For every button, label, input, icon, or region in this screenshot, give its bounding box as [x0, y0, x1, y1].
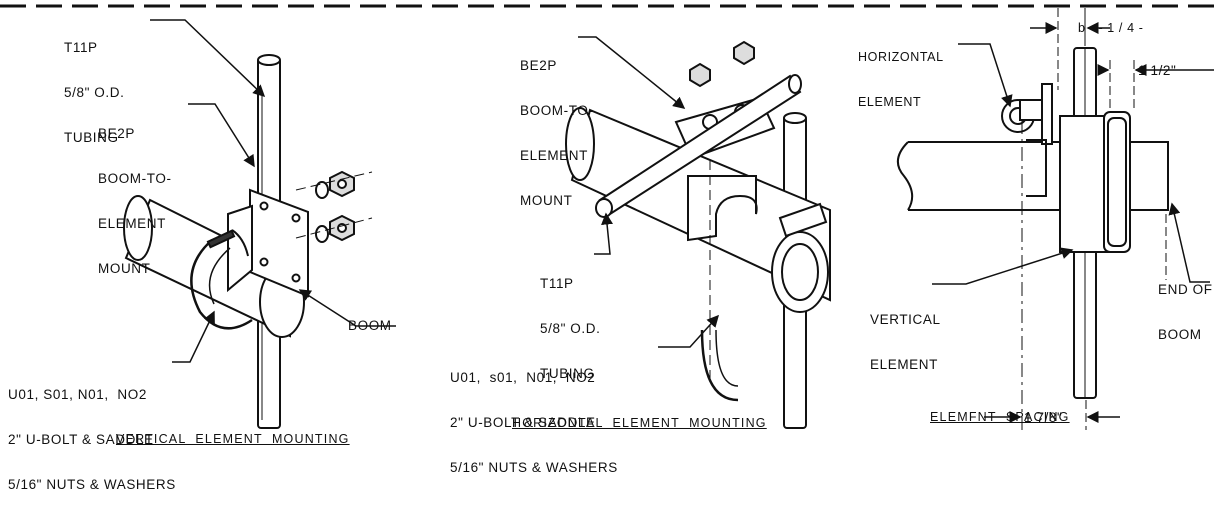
spacing-dimension-lines	[1021, 8, 1167, 430]
horizontal-hardware-label: U01, s01, N01, NO2 2" U-BOLT & SADDLE 5/…	[450, 340, 618, 490]
horizontal-hardware-line-1: U01, s01, N01, NO2	[450, 370, 596, 385]
horizontal-mount-line-1: BE2P	[520, 58, 557, 73]
vertical-mount-drawing	[123, 54, 373, 429]
spacing-horizontal-line-1: HORIZONTAL	[858, 50, 944, 64]
vertical-mount-line-1: BE2P	[98, 126, 135, 141]
vertical-tubing-line-3: TUBING	[64, 130, 119, 145]
vertical-tubing-label: T11P 5/8" O.D. TUBING	[64, 10, 124, 160]
spacing-arrows	[932, 22, 1214, 423]
horizontal-tubing-label: T11P 5/8" O.D. TUBING	[540, 246, 600, 396]
boom-label: BOOM	[348, 318, 392, 333]
horizontal-mount-line-4: MOUNT	[520, 193, 573, 208]
spacing-vertical-line-1: VERTICAL	[870, 312, 941, 327]
spacing-horizontal-line-2: ELEMENT	[858, 95, 922, 109]
spacing-vertical-label: VERTICAL ELEMENT	[870, 282, 941, 387]
vertical-caption: VERTICAL ELEMENT MOUNTING	[116, 432, 350, 446]
spacing-boom-end-label: END OF BOOM	[1158, 252, 1213, 357]
vertical-tubing-line-1: T11P	[64, 40, 98, 55]
spacing-boom-end-line-1: END OF	[1158, 282, 1213, 297]
horizontal-tubing-line-3: TUBING	[540, 366, 595, 381]
horizontal-mount-label: BE2P BOOM-TO- ELEMENT MOUNT	[520, 28, 594, 223]
spacing-boom-end-line-2: BOOM	[1158, 327, 1202, 342]
spacing-dim-right: 1 1/2"	[1138, 63, 1177, 78]
vertical-hardware-line-2: 2" U-BOLT & SADDLE	[8, 432, 154, 447]
horizontal-mount-drawing	[565, 40, 831, 429]
spacing-dim-bottom: 1 7/8"	[1024, 410, 1063, 425]
horizontal-caption: HORIZONTAL ELEMENT MOUNTING	[512, 416, 767, 430]
horizontal-tubing-line-1: T11P	[540, 276, 574, 291]
horizontal-mount-line-3: ELEMENT	[520, 148, 588, 163]
horizontal-hardware-line-2: 2" U-BOLT & SADDLE	[450, 415, 596, 430]
vertical-hardware-line-3: 5/16" NUTS & WASHERS	[8, 477, 176, 492]
vertical-mount-label: BE2P BOOM-TO- ELEMENT MOUNT	[98, 96, 172, 291]
spacing-dim-top: b - - 1 / 4 -	[1078, 21, 1144, 35]
vertical-mount-line-4: MOUNT	[98, 261, 151, 276]
spacing-vertical-line-2: ELEMENT	[870, 357, 938, 372]
horizontal-hardware-line-3: 5/16" NUTS & WASHERS	[450, 460, 618, 475]
spacing-horizontal-label: HORIZONTAL ELEMENT	[858, 20, 944, 125]
spacing-drawing	[897, 47, 1169, 399]
horizontal-mount-line-2: BOOM-TO-	[520, 103, 594, 118]
spacing-caption: ELEMFNT SPACING	[930, 410, 1070, 424]
vertical-hardware-line-1: U01, S01, N01, NO2	[8, 387, 147, 402]
mounting-diagram	[0, 4, 1220, 430]
horizontal-tubing-line-2: 5/8" O.D.	[540, 321, 601, 336]
vertical-mount-line-3: ELEMENT	[98, 216, 166, 231]
vertical-leaders	[150, 19, 396, 363]
vertical-mount-line-2: BOOM-TO-	[98, 171, 172, 186]
vertical-tubing-line-2: 5/8" O.D.	[64, 85, 125, 100]
horizontal-leaders	[578, 36, 720, 348]
